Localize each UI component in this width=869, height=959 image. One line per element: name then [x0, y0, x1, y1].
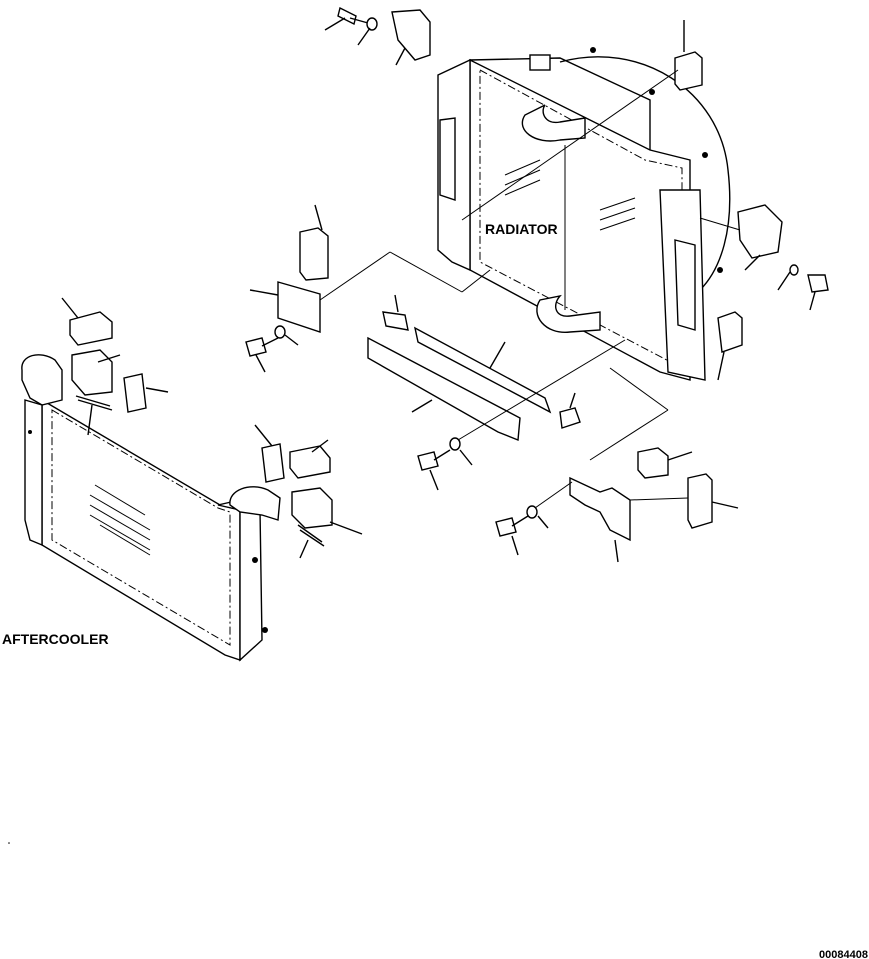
top-right-cushion — [461, 20, 703, 221]
rubber-pad — [717, 311, 743, 353]
frame-bolt — [717, 267, 723, 273]
right-side-mount — [699, 204, 829, 311]
leader-line — [461, 269, 491, 293]
leader-line — [319, 251, 391, 301]
clamp-strap — [297, 524, 323, 543]
frame-bolt — [702, 152, 708, 158]
bolt-head — [337, 6, 357, 26]
frame-bolt — [252, 557, 258, 563]
mount-plate — [277, 281, 321, 333]
clamp-strap — [77, 399, 113, 411]
upper-mount-bracket — [391, 9, 431, 61]
aftercooler-assembly — [21, 354, 281, 662]
washer — [366, 17, 378, 31]
leader-line — [609, 367, 669, 411]
aftercooler-label: AFTERCOOLER — [2, 631, 109, 647]
seal-strip — [413, 326, 552, 414]
top-fasteners — [324, 6, 431, 66]
radiator-top-tank — [469, 57, 651, 150]
radiator-lower-hose — [536, 294, 601, 333]
clamp-strap — [299, 529, 325, 547]
clamp-cushion — [637, 447, 669, 479]
figure-code: 00084408 — [819, 949, 868, 959]
aftercooler-right-clamps — [254, 424, 363, 559]
clamp-cushion — [71, 349, 113, 396]
aftercooler-left-clamps — [61, 297, 169, 436]
bolt-head — [245, 337, 267, 357]
radiator-assembly — [437, 47, 731, 381]
aftercooler-core — [41, 398, 241, 661]
lower-mount-bracket — [569, 476, 631, 542]
side-mount-bracket — [737, 204, 783, 259]
rubber-pad — [687, 473, 713, 529]
leader-line — [534, 481, 573, 509]
rubber-pad — [674, 51, 703, 91]
clamp-cushion — [291, 487, 333, 529]
left-mid-bracket-group — [245, 204, 491, 373]
frame-bolt — [262, 627, 268, 633]
washer — [449, 437, 461, 451]
clamp-strap — [75, 395, 111, 407]
leader-line — [457, 339, 626, 441]
center-seal-bars — [367, 294, 581, 441]
leader-line — [461, 69, 679, 221]
clamp-cushion — [69, 311, 113, 346]
rubber-pad — [123, 373, 147, 413]
radiator-right-bracket — [674, 239, 696, 331]
radiator-left-bracket — [439, 117, 456, 201]
washer — [789, 264, 799, 276]
aftercooler-left-tank — [24, 399, 43, 547]
washer — [274, 325, 286, 339]
leader-line — [629, 497, 689, 501]
bolt-head — [495, 517, 517, 537]
right-lower-cushion — [717, 311, 743, 381]
fan-shroud — [559, 56, 731, 291]
radiator-left-plate — [437, 58, 471, 272]
bolt-head — [807, 274, 829, 293]
radiator-right-plate — [659, 189, 706, 381]
stray-mark — [8, 842, 10, 844]
center-fasteners — [417, 339, 626, 491]
rubber-pad — [299, 227, 329, 281]
leader-line — [589, 409, 669, 461]
bolt-head — [417, 451, 439, 471]
frame-bolt — [28, 430, 32, 434]
baffle-plate — [367, 336, 521, 441]
clamp-cushion — [289, 445, 331, 479]
radiator-upper-hose — [521, 104, 586, 142]
aftercooler-core-outline — [51, 409, 231, 646]
frame-bolt — [590, 47, 596, 53]
radiator-cap — [529, 54, 551, 71]
leader-line — [389, 251, 463, 293]
aftercooler-right-hose — [229, 486, 281, 521]
aftercooler-left-hose — [21, 354, 63, 406]
aftercooler-fins — [89, 484, 151, 556]
seal-block — [559, 407, 581, 429]
right-lower-bracket-group — [495, 367, 739, 563]
radiator-label: RADIATOR — [485, 221, 558, 237]
seal-block — [382, 311, 409, 331]
washer — [526, 505, 538, 519]
rubber-pad — [261, 443, 285, 483]
frame-bolt — [649, 89, 655, 95]
leader-line — [699, 217, 741, 231]
